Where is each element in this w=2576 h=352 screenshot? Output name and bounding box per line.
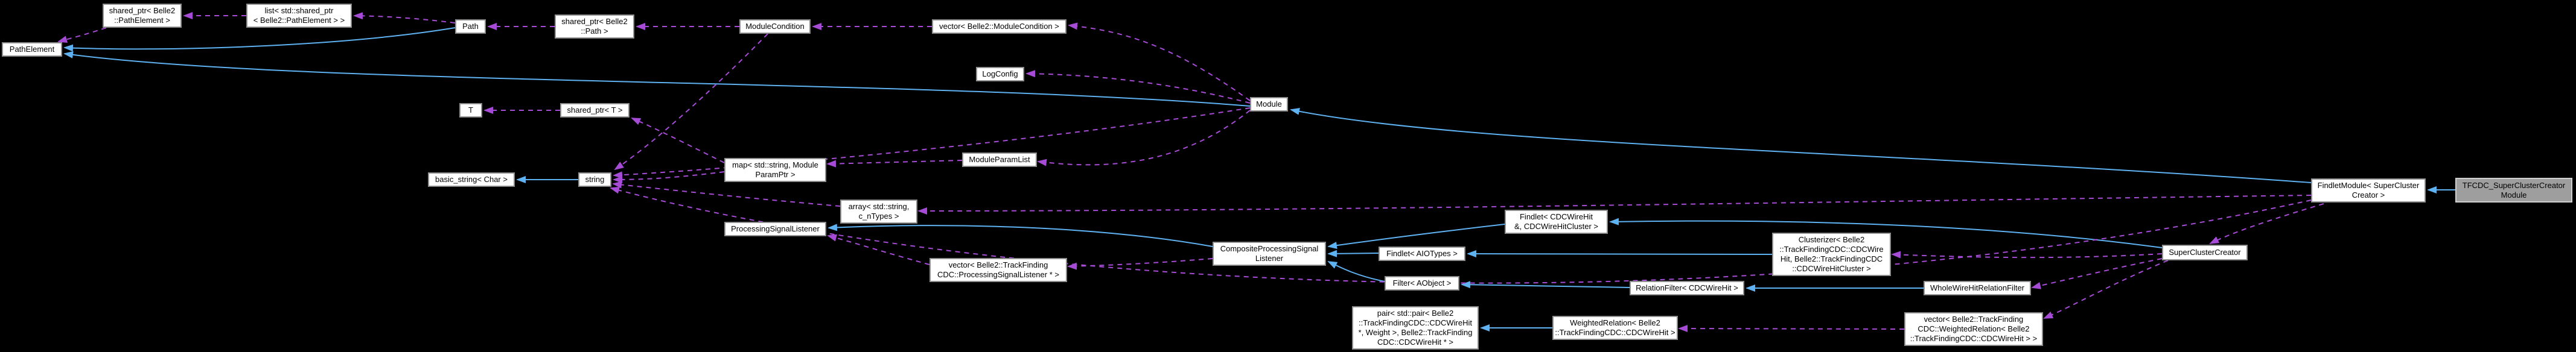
graph-node-vector-processingsignallistener[interactable]: vector< Belle2::TrackFinding CDC::Proces…: [929, 258, 1067, 282]
edge-map-moduleparamptr-to-shared-ptr-t: [631, 118, 725, 163]
graph-node-label: ModuleCondition: [745, 22, 805, 31]
edge-module-to-string: [613, 107, 1251, 179]
edge-superclustercreator-to-findlet-cdcwirehit-cluster: [1609, 218, 2163, 248]
edge-shared-ptr-pathelement-to-pathelement: [57, 27, 107, 43]
graph-node-label: Findlet< AIOTypes >: [1386, 249, 1458, 258]
edge-module-to-pathelement: [63, 51, 1251, 107]
edge-moduleparamlist-to-map-moduleparamptr: [826, 160, 963, 168]
graph-node-label: WholeWireHitRelationFilter: [1930, 283, 2025, 292]
edge-module-to-moduleparamlist: [1037, 110, 1251, 166]
graph-node-processingsignallistener[interactable]: ProcessingSignalListener: [724, 222, 826, 236]
edge-compositeprocessingsignallistener-to-processingsignallistener: [827, 224, 1213, 247]
graph-node-shared-ptr-pathelement[interactable]: shared_ptr< Belle2 ::PathElement >: [103, 4, 182, 28]
graph-node-label: ModuleParamList: [969, 155, 1030, 164]
graph-node-filter-aobject[interactable]: Filter< AObject >: [1385, 276, 1459, 291]
edge-vector-processingsignallistener-to-processingsignallistener: [827, 234, 930, 265]
graph-node-relationfilter-cdcwirehit[interactable]: RelationFilter< CDCWireHit >: [1630, 281, 1744, 295]
graph-node-tfcdc-superclustercreatormodule[interactable]: TFCDC_SuperClusterCreator Module: [2455, 178, 2572, 203]
edge-findletmodule-superclustercreator-to-superclustercreator: [2209, 203, 2324, 244]
graph-node-label: shared_ptr< Belle2 ::Path >: [561, 17, 628, 36]
graph-node-label: PathElement: [9, 45, 55, 54]
graph-node-string[interactable]: string: [578, 172, 611, 187]
graph-node-label: Module: [1256, 99, 1282, 108]
graph-node-shared-ptr-path[interactable]: shared_ptr< Belle2 ::Path >: [555, 14, 634, 39]
edge-filter-aobject-to-compositeprocessingsignallistener: [1327, 261, 1385, 282]
graph-node-wholewirehitrelationfilter[interactable]: WholeWireHitRelationFilter: [1924, 281, 2031, 295]
graph-node-label: WeightedRelation< Belle2 ::TrackFindingC…: [1555, 318, 1675, 337]
edge-findletmodule-superclustercreator-to-array-ntypes: [917, 195, 2312, 215]
graph-node-label: LogConfig: [982, 69, 1018, 78]
graph-node-superclustercreator[interactable]: SuperClusterCreator: [2162, 245, 2248, 260]
graph-node-path[interactable]: Path: [455, 19, 486, 34]
graph-node-label: T: [468, 105, 473, 115]
edge-superclustercreator-to-wholewirehitrelationfilter: [2031, 258, 2163, 289]
edge-array-ntypes-to-string: [612, 181, 841, 207]
graph-node-label: vector< Belle2::TrackFinding CDC::Weight…: [1910, 315, 2038, 343]
graph-node-vector-weightedrelation[interactable]: vector< Belle2::TrackFinding CDC::Weight…: [1904, 312, 2043, 346]
graph-node-label: string: [585, 175, 605, 184]
graph-node-label: pair< std::pair< Belle2 ::TrackFindingCD…: [1358, 309, 1473, 347]
graph-node-pair-wirehit-weight[interactable]: pair< std::pair< Belle2 ::TrackFindingCD…: [1352, 306, 1479, 350]
graph-node-module[interactable]: Module: [1250, 97, 1288, 112]
graph-node-t[interactable]: T: [459, 103, 482, 118]
graph-node-label: Findlet< CDCWireHit &, CDCWireHitCluster…: [1514, 212, 1599, 231]
graph-node-label: Path: [462, 22, 479, 31]
edge-vector-weightedrelation-to-weightedrelation-cdcwirehit: [1678, 325, 1905, 333]
graph-node-label: Clusterizer< Belle2 ::TrackFindingCDC::C…: [1779, 235, 1884, 273]
graph-node-label: ProcessingSignalListener: [731, 224, 820, 233]
edge-superclustercreator-to-clusterizer: [1891, 251, 2163, 259]
edge-module-to-logconfig: [1025, 70, 1251, 104]
edge-path-to-list-shared-ptr-pathelement: [353, 12, 456, 24]
graph-node-list-shared-ptr-pathelement[interactable]: list< std::shared_ptr < Belle2::PathElem…: [246, 4, 352, 28]
graph-node-label: map< std::string, Module ParamPtr >: [732, 160, 818, 179]
edge-compositeprocessingsignallistener-to-vector-processingsignallistener: [1067, 258, 1213, 270]
edge-findlet-cdcwirehit-cluster-to-compositeprocessingsignallistener: [1327, 224, 1505, 250]
graph-node-modulecondition[interactable]: ModuleCondition: [739, 19, 811, 34]
graph-node-label: FindletModule< SuperCluster Creator >: [2317, 181, 2420, 200]
graph-node-moduleparamlist[interactable]: ModuleParamList: [962, 152, 1037, 167]
edge-path-to-pathelement: [63, 27, 456, 52]
graph-node-label: shared_ptr< Belle2 ::PathElement >: [109, 6, 176, 25]
graph-node-label: CompositeProcessingSignal Listener: [1220, 244, 1319, 263]
graph-node-findlet-cdcwirehit-cluster[interactable]: Findlet< CDCWireHit &, CDCWireHitCluster…: [1505, 210, 1608, 234]
edge-modulecondition-to-string: [614, 33, 768, 171]
graph-node-findletmodule-superclustercreator[interactable]: FindletModule< SuperCluster Creator >: [2311, 178, 2426, 203]
graph-node-findlet-aiotypes[interactable]: Findlet< AIOTypes >: [1379, 247, 1465, 261]
graph-node-label: SuperClusterCreator: [2169, 248, 2241, 257]
graph-node-pathelement[interactable]: PathElement: [2, 42, 62, 57]
graph-node-basic-string-char[interactable]: basic_string< Char >: [428, 172, 515, 187]
graph-node-weightedrelation-cdcwirehit[interactable]: WeightedRelation< Belle2 ::TrackFindingC…: [1552, 316, 1678, 340]
graph-node-compositeprocessingsignallistener[interactable]: CompositeProcessingSignal Listener: [1213, 242, 1326, 266]
graph-node-label: list< std::shared_ptr < Belle2::PathElem…: [253, 6, 345, 25]
graph-node-vector-modulecondition[interactable]: vector< Belle2::ModuleCondition >: [932, 19, 1066, 34]
graph-node-logconfig[interactable]: LogConfig: [976, 67, 1024, 81]
graph-node-label: basic_string< Char >: [435, 175, 508, 184]
edge-module-to-vector-modulecondition: [1068, 22, 1251, 101]
graph-node-array-ntypes[interactable]: array< std::string, c_nTypes >: [840, 200, 917, 224]
edge-map-moduleparamptr-to-string: [613, 171, 725, 183]
graph-node-map-moduleparamptr[interactable]: map< std::string, Module ParamPtr >: [724, 158, 826, 182]
graph-node-label: shared_ptr< T >: [567, 105, 623, 115]
graph-node-label: Filter< AObject >: [1392, 278, 1452, 288]
graph-node-label: TFCDC_SuperClusterCreator Module: [2462, 180, 2566, 200]
edge-relationfilter-cdcwirehit-to-filter-aobject: [1461, 281, 1630, 289]
graph-node-shared-ptr-t[interactable]: shared_ptr< T >: [560, 103, 630, 118]
edge-findletmodule-superclustercreator-to-module: [1290, 107, 2312, 183]
graph-node-label: array< std::string, c_nTypes >: [848, 202, 910, 221]
edge-superclustercreator-to-vector-weightedrelation: [2043, 260, 2169, 319]
edge-findlet-aiotypes-to-compositeprocessingsignallistener: [1327, 250, 1379, 257]
graph-node-label: vector< Belle2::ModuleCondition >: [939, 22, 1059, 31]
graph-node-label: vector< Belle2::TrackFinding CDC::Proces…: [937, 260, 1059, 279]
graph-node-clusterizer[interactable]: Clusterizer< Belle2 ::TrackFindingCDC::C…: [1772, 233, 1891, 276]
graph-node-label: RelationFilter< CDCWireHit >: [1636, 283, 1738, 292]
